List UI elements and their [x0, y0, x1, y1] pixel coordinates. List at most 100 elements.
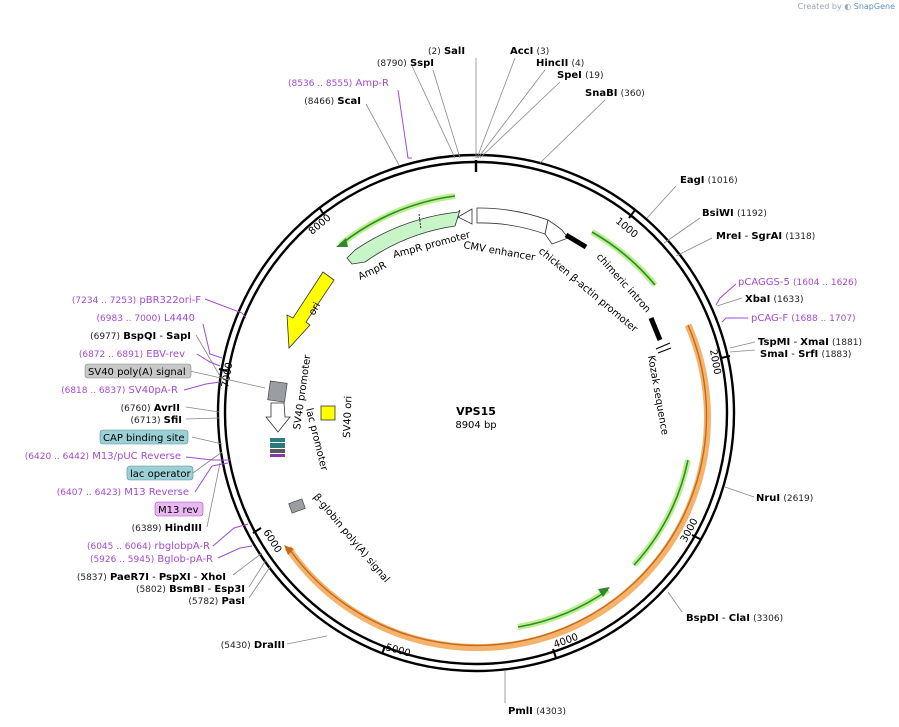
snapgene-logo-icon: ◐	[844, 2, 852, 11]
primer-m13-reverse: (6407 .. 6423) M13 Reverse	[57, 487, 189, 498]
m13-rev-feature	[270, 454, 285, 457]
sv40-promoter-feature	[265, 402, 291, 433]
sv40-polya-box	[84, 363, 192, 379]
plasmid-name: VPS15	[456, 405, 496, 418]
site-pasi: (5782) PasI	[188, 596, 245, 607]
tick-2000	[720, 355, 731, 359]
tick-8000	[318, 206, 325, 216]
cap-binding-box-label: CAP binding site	[103, 433, 185, 444]
ori-feature	[286, 271, 335, 349]
cmv-enhancer-feature	[476, 207, 549, 235]
kozak-mark	[648, 317, 663, 341]
primer-m13-puc-reverse: (6420 .. 6442) M13/pUC Reverse	[25, 451, 181, 462]
gene-arc-1-line	[633, 459, 689, 566]
ampr-label: AmpR	[357, 260, 389, 283]
bglobin-label: β-globin poly(A) signal	[311, 492, 392, 585]
primer-amp-r: (8536 .. 8555) Amp-R	[288, 78, 389, 89]
site-hindiii: (6389) HindIII	[132, 523, 202, 534]
primer-sv40pa-r: (6818 .. 6837) SV40pA-R	[61, 385, 178, 396]
sv40-ori-label: SV40 ori	[342, 396, 354, 438]
site-draiii: (5430) DraIII	[221, 640, 285, 651]
primer-bglob-pa-r: (5926 .. 5945) Bglob-pA-R	[90, 554, 213, 565]
primer-pcaggs-5: pCAGGS-5 (1604 .. 1626)	[738, 277, 857, 288]
site-snabi: SnaBI (360)	[585, 88, 645, 99]
tick-marks	[218, 206, 731, 659]
site-sspi: (8790) SspI	[377, 58, 434, 69]
site-mrei: MreI - SgrAI (1318)	[716, 231, 815, 242]
kozak-label: Kozak sequence	[645, 355, 670, 436]
site-bsiwi: BsiWI (1192)	[702, 208, 767, 219]
primer-labels: (8536 .. 8555) Amp-R pCAGGS-5 (1604 .. 1…	[25, 78, 858, 565]
gene-arc-2	[517, 587, 610, 630]
ampr-promoter-arrow	[457, 208, 473, 225]
cap-site-feature	[270, 438, 285, 442]
site-bsmbi: (5802) BsmBI - Esp3I	[136, 584, 245, 595]
orf-arrowhead	[284, 545, 294, 555]
primer-l4440: (6983 .. 7000) L4440	[97, 313, 196, 324]
cmv-enhancer-label: CMV enhancer	[462, 240, 536, 264]
gene-arc-1	[631, 459, 691, 568]
ampr-feature	[346, 209, 461, 265]
site-smai: SmaI - SrfI (1883)	[760, 349, 851, 360]
site-bspdi: BspDI - ClaI (3306)	[686, 613, 783, 624]
site-avrii: (6760) AvrII	[121, 403, 180, 414]
cap-binding-box	[99, 429, 189, 445]
gene-arc-2-arrowhead	[598, 587, 610, 597]
site-acci: AccI (3)	[510, 46, 549, 57]
sv40-ori-feature	[320, 405, 336, 421]
leader-lines	[185, 57, 756, 703]
tick-label-7000: 7000	[220, 362, 235, 389]
site-nrui: NruI (2619)	[756, 493, 813, 504]
lac-promoter-feature	[270, 443, 285, 448]
intron-start-mark	[564, 232, 588, 250]
tick-3000	[691, 534, 701, 540]
site-scai: (8466) ScaI	[304, 96, 361, 107]
m13-rev-box-label: M13 rev	[158, 505, 199, 516]
site-paer7i: (5837) PaeR7I - PspXI - XhoI	[77, 572, 226, 583]
plasmid-size: 8904 bp	[455, 420, 496, 431]
site-sali: (2) SalI	[428, 46, 465, 57]
gene-arc-2-line	[517, 589, 609, 628]
primer-ebv-rev: (6872 .. 6891) EBV-rev	[79, 349, 185, 360]
primer-pcag-f: pCAG-F (1688 .. 1707)	[751, 313, 856, 324]
kozak-small-mark	[655, 342, 671, 350]
primer-rbglobpa-r: (6045 .. 6064) rbglobpA-R	[87, 541, 210, 552]
sv40-polya-box-label: SV40 poly(A) signal	[88, 367, 186, 378]
intron-arc-line	[591, 231, 656, 286]
site-sfii: (6713) SfiI	[131, 415, 182, 426]
site-hincii: HincII (4)	[536, 58, 584, 69]
credit-prefix: Created by	[797, 2, 842, 11]
credit-brand: SnapGene	[853, 2, 895, 11]
site-bspqi: (6977) BspQI - SapI	[90, 331, 191, 342]
ampr-promoter-divider	[418, 213, 422, 230]
lac-operator-feature	[270, 449, 285, 453]
snapgene-credit: Created by ◐ SnapGene	[798, 2, 895, 11]
tick-5000	[381, 645, 386, 655]
site-labels: (2) SalI AccI (3) HincII (4) SpeI (19) S…	[77, 46, 862, 717]
tick-label-2000: 2000	[707, 349, 722, 376]
primer-lines	[183, 89, 748, 559]
orf-arc	[285, 323, 711, 652]
lac-operator-box-label: lac operator	[130, 469, 191, 480]
tick-7000	[218, 368, 228, 372]
site-pmli: PmlI (4303)	[508, 706, 566, 717]
site-tspmi: TspMI - XmaI (1881)	[758, 337, 862, 348]
lac-operator-box	[126, 465, 194, 481]
ampr-outer-arc-line	[339, 195, 456, 246]
site-spei: SpeI (19)	[557, 70, 604, 81]
tick-4000	[552, 648, 557, 659]
site-eagi: EagI (1016)	[680, 175, 738, 186]
sv40-polya-feature	[267, 380, 288, 403]
bglobin-feature	[288, 498, 306, 514]
kozak-small-mark-2	[657, 347, 672, 354]
boxed-labels: SV40 poly(A) signal CAP binding site lac…	[84, 363, 204, 517]
m13-rev-box	[154, 501, 204, 517]
tick-1000	[628, 209, 636, 219]
tick-label-6000: 6000	[260, 528, 283, 555]
chicken-promoter-feature	[544, 219, 569, 245]
tick-6000	[252, 527, 262, 534]
orf-arc-line	[289, 324, 708, 647]
primer-pbr322ori-f: (7234 .. 7253) pBR322ori-F	[72, 295, 201, 306]
site-xbai: XbaI (1633)	[745, 294, 803, 305]
